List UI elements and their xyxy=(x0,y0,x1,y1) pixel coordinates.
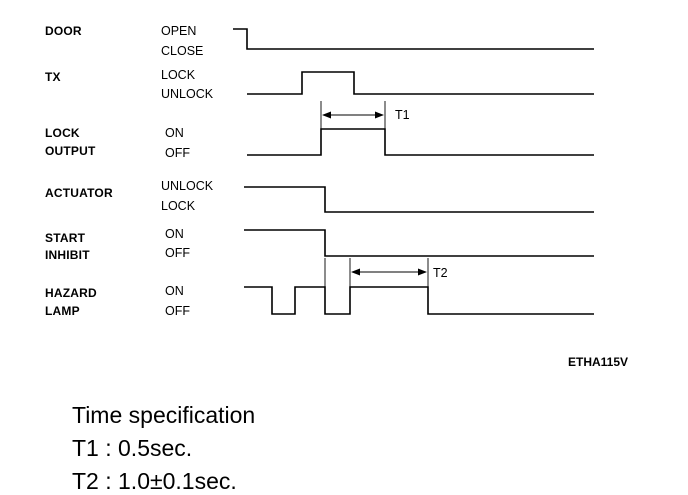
spec-title: Time specification xyxy=(72,402,256,428)
state-label-actuator-low: LOCK xyxy=(161,199,196,213)
state-label-lock-output-low: OFF xyxy=(165,146,190,160)
waveform-hazard-lamp xyxy=(244,286,594,315)
signal-label-hazard-lamp-line2: LAMP xyxy=(45,304,80,318)
state-label-tx-high: LOCK xyxy=(161,68,196,82)
signal-label-start-inhibit-line1: START xyxy=(45,231,86,245)
t1-label: T1 xyxy=(395,108,410,122)
state-label-hazard-lamp-low: OFF xyxy=(165,304,190,318)
waveform-start-inhibit xyxy=(244,229,594,257)
waveform-door xyxy=(233,28,594,50)
signal-label-lock-output-line1: LOCK xyxy=(45,126,80,140)
signal-label-hazard-lamp-line1: HAZARD xyxy=(45,286,97,300)
signal-label-door: DOOR xyxy=(45,24,82,38)
waveform-actuator xyxy=(244,186,594,213)
state-label-door-high: OPEN xyxy=(161,24,197,38)
t1-arrow-right xyxy=(375,111,384,119)
state-label-tx-low: UNLOCK xyxy=(161,87,214,101)
waveform-lock-output xyxy=(247,128,594,156)
signal-label-lock-output-line2: OUTPUT xyxy=(45,144,96,158)
signal-label-actuator: ACTUATOR xyxy=(45,186,113,200)
signal-label-tx: TX xyxy=(45,70,61,84)
spec-line-t1: T1 : 0.5sec. xyxy=(72,435,193,461)
state-label-door-low: CLOSE xyxy=(161,44,204,58)
signal-label-start-inhibit-line2: INHIBIT xyxy=(45,248,90,262)
spec-line-t2: T2 : 1.0±0.1sec. xyxy=(72,468,237,494)
state-label-actuator-high: UNLOCK xyxy=(161,179,214,193)
t1-arrow-left xyxy=(322,111,331,119)
t2-label: T2 xyxy=(433,266,448,280)
figure-code: ETHA115V xyxy=(568,355,629,369)
state-label-start-inhibit-high: ON xyxy=(165,227,184,241)
state-label-hazard-lamp-high: ON xyxy=(165,284,184,298)
waveform-tx xyxy=(247,71,594,95)
t2-arrow-left xyxy=(351,268,360,276)
t2-arrow-right xyxy=(418,268,427,276)
state-label-lock-output-high: ON xyxy=(165,126,184,140)
state-label-start-inhibit-low: OFF xyxy=(165,246,190,260)
